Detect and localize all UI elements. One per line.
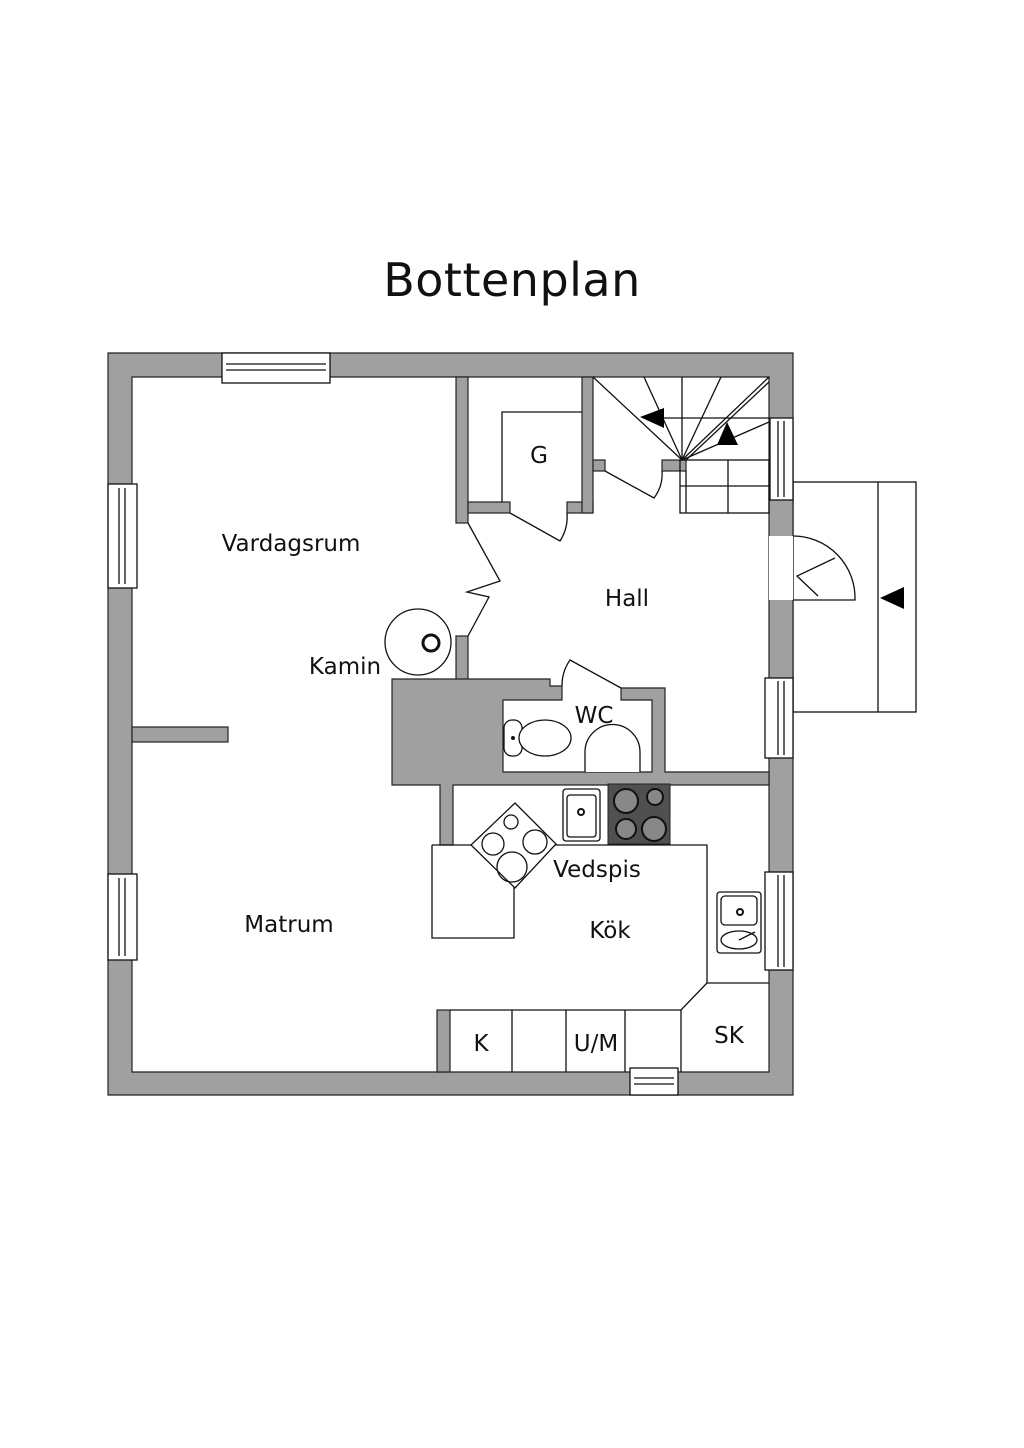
- label-sk: SK: [714, 1023, 745, 1049]
- entrance-arrow-icon: [795, 557, 836, 597]
- interior-walls: [131, 376, 770, 1073]
- sink-kitchen-icon: [562, 788, 601, 842]
- door-vardagsrum[interactable]: [464, 522, 501, 637]
- kitchen-counter: [431, 844, 769, 1072]
- entrance-door[interactable]: [792, 535, 856, 601]
- window-right-hall: [764, 677, 794, 759]
- sink-wc-icon: [584, 723, 641, 772]
- windows: [107, 352, 794, 1096]
- toilet-icon: [503, 719, 572, 757]
- door-wc[interactable]: [561, 659, 622, 689]
- doors: [464, 470, 663, 689]
- stove-icon: [607, 783, 671, 845]
- entry-arrow-icon: [880, 587, 904, 609]
- window-left-2: [107, 873, 138, 961]
- window-right-kitchen: [764, 871, 794, 971]
- closet-shelf: [501, 411, 582, 502]
- window-left-1: [107, 483, 138, 589]
- label-vedspis: Vedspis: [553, 857, 641, 883]
- kamin-fireplace: [384, 608, 452, 676]
- wood-stove-icon: [470, 802, 557, 889]
- door-g[interactable]: [509, 512, 568, 542]
- label-k: K: [473, 1031, 489, 1057]
- label-kok: Kök: [589, 918, 631, 944]
- label-kamin: Kamin: [309, 654, 381, 680]
- label-wc: WC: [575, 703, 614, 729]
- door-stair[interactable]: [604, 470, 663, 499]
- stair-arrow-left-icon: [640, 408, 664, 428]
- entrance-opening: [769, 536, 793, 600]
- outer-wall: [107, 352, 794, 1096]
- label-um: U/M: [574, 1031, 618, 1057]
- stair-arrow-up-icon: [717, 422, 738, 445]
- sink-double-icon: [716, 891, 762, 954]
- label-g: G: [530, 443, 548, 469]
- label-hall: Hall: [605, 586, 649, 612]
- room-labels: Vardagsrum Kamin G Hall WC Vedspis Kök M…: [222, 443, 745, 1057]
- label-matrum: Matrum: [244, 912, 333, 938]
- window-right-stair: [769, 417, 794, 501]
- staircase: [592, 376, 770, 514]
- window-top: [221, 352, 331, 384]
- plan-title: Bottenplan: [383, 253, 641, 307]
- window-bottom: [629, 1067, 679, 1096]
- label-vardagsrum: Vardagsrum: [222, 531, 361, 557]
